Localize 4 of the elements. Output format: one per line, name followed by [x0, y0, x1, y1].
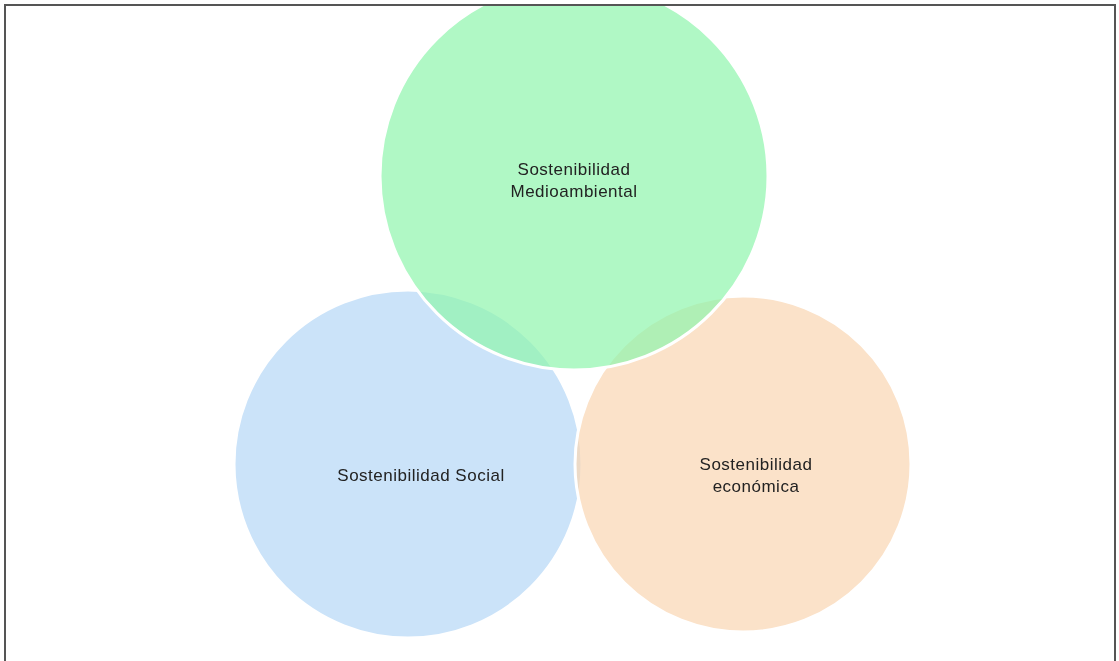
circle-label: Sostenibilidad Social — [336, 465, 506, 487]
circle-label: Sostenibilidad económica — [698, 454, 814, 498]
venn-circle — [573, 294, 913, 634]
circle-label: Sostenibilidad Medioambiental — [509, 159, 639, 203]
